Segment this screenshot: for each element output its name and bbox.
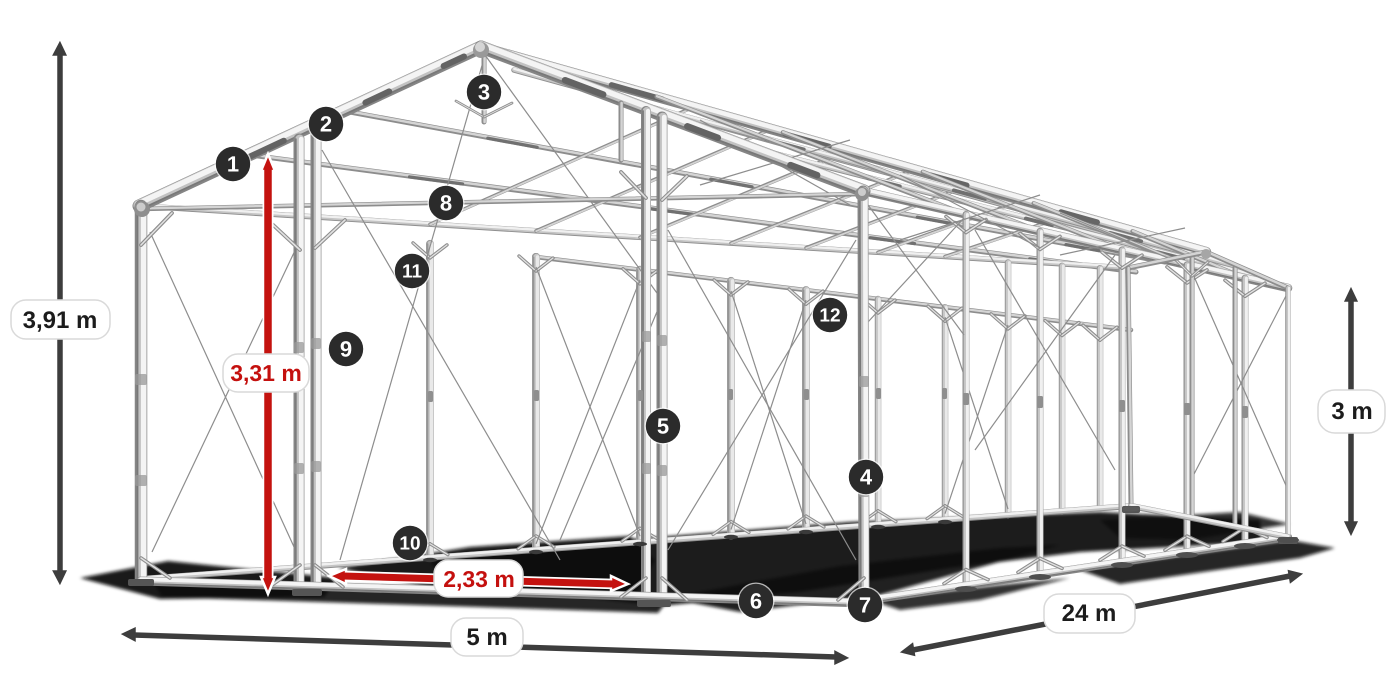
svg-text:24 m: 24 m [1062,600,1117,627]
svg-text:10: 10 [399,534,420,555]
svg-text:3,31 m: 3,31 m [230,360,302,386]
svg-text:2: 2 [320,112,332,137]
svg-text:11: 11 [402,262,423,283]
svg-text:5 m: 5 m [466,624,507,651]
svg-text:3,91 m: 3,91 m [23,307,98,334]
svg-text:8: 8 [440,191,452,216]
svg-text:3: 3 [478,80,490,105]
svg-text:3 m: 3 m [1331,398,1372,425]
svg-text:7: 7 [859,593,871,618]
svg-text:4: 4 [860,465,873,490]
svg-text:6: 6 [750,589,762,614]
svg-text:1: 1 [227,152,239,177]
svg-text:5: 5 [657,414,669,439]
svg-text:9: 9 [340,337,352,362]
svg-text:12: 12 [819,306,840,327]
svg-text:2,33 m: 2,33 m [443,566,515,592]
